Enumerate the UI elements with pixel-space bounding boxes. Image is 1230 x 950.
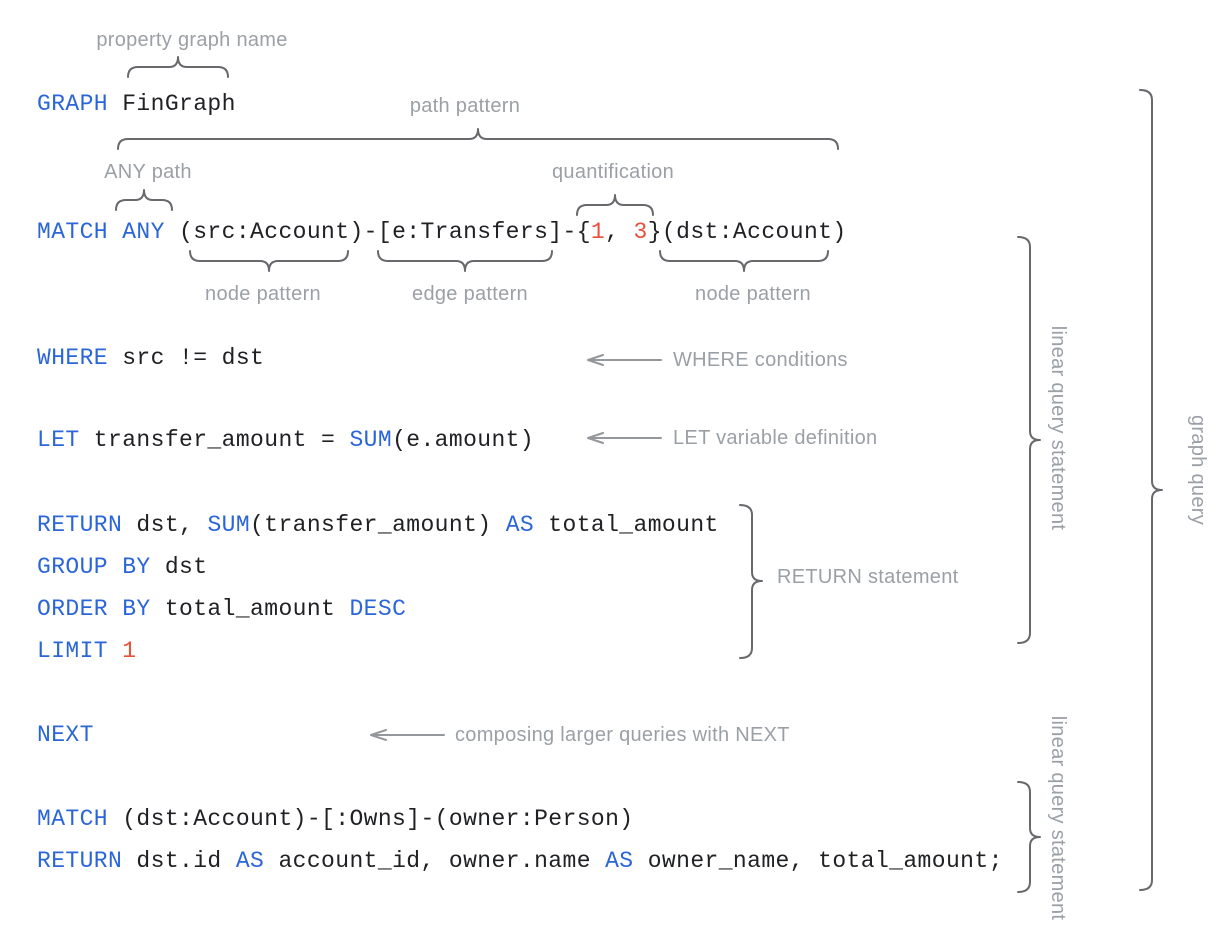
code-token: FinGraph	[108, 91, 236, 117]
code-line-match-1: MATCH ANY (src:Account)-[e:Transfers]-{1…	[37, 218, 847, 246]
label-let-variable: LET variable definition	[673, 427, 878, 449]
brace-node-pattern-src	[189, 250, 349, 272]
code-line-return-2: RETURN dst.id AS account_id, owner.name …	[37, 847, 1003, 875]
code-token: account_id, owner.name	[264, 848, 606, 874]
label-path-pattern: path pattern	[409, 95, 521, 117]
code-token: ORDER BY	[37, 596, 151, 622]
code-token: owner_name, total_amount;	[633, 848, 1003, 874]
code-token: ,	[605, 219, 634, 245]
code-token: GROUP BY	[37, 554, 151, 580]
brace-linear-query-statement-1	[1017, 236, 1041, 644]
code-token: (e.amount)	[392, 427, 535, 453]
label-node-pattern-dst: node pattern	[695, 283, 811, 305]
code-token: MATCH	[37, 806, 109, 832]
code-line-group-by: GROUP BY dst	[37, 553, 207, 581]
code-token: total_amount	[534, 512, 719, 538]
code-token: LIMIT	[37, 638, 109, 664]
code-token: RETURN	[37, 512, 123, 538]
code-line-next: NEXT	[37, 721, 94, 749]
code-token: (transfer_amount)	[250, 512, 506, 538]
code-token: (dst:Account)-[:Owns]-(owner:Person)	[108, 806, 634, 832]
code-token: 3	[633, 219, 648, 245]
code-token: dst	[150, 554, 208, 580]
code-token: LET	[37, 427, 80, 453]
code-token: AS	[505, 512, 535, 538]
code-token: AS	[235, 848, 265, 874]
code-token: AS	[605, 848, 634, 874]
code-line-graph: GRAPH FinGraph	[37, 90, 236, 118]
code-line-let: LET transfer_amount = SUM(e.amount)	[37, 426, 534, 454]
brace-path-pattern	[117, 128, 839, 150]
label-linear-query-statement-1: linear query statement	[1047, 325, 1069, 531]
code-token: GRAPH	[37, 91, 109, 117]
code-token: dst,	[122, 512, 208, 538]
code-token: SUM	[207, 512, 251, 538]
code-line-match-2: MATCH (dst:Account)-[:Owns]-(owner:Perso…	[37, 805, 634, 833]
code-line-order-by: ORDER BY total_amount DESC	[37, 595, 406, 623]
code-line-limit: LIMIT 1	[37, 637, 136, 665]
code-token: RETURN	[37, 848, 123, 874]
code-token: SUM	[349, 427, 393, 453]
next-pointer-arrow-icon	[370, 729, 445, 741]
label-quantification: quantification	[551, 161, 675, 183]
label-node-pattern-src: node pattern	[205, 283, 321, 305]
code-token: (src:Account)-[e:Transfers]-{	[164, 219, 591, 245]
brace-return-statement	[739, 504, 763, 659]
code-token: WHERE	[37, 345, 109, 371]
code-token: 1	[122, 638, 137, 664]
brace-node-pattern-dst	[659, 250, 829, 272]
label-where-conditions: WHERE conditions	[673, 349, 848, 371]
code-token: MATCH ANY	[37, 219, 165, 245]
code-line-where: WHERE src != dst	[37, 344, 264, 372]
code-token: DESC	[349, 596, 407, 622]
brace-quantification	[576, 194, 654, 216]
label-next-note: composing larger queries with NEXT	[455, 724, 790, 746]
code-token: transfer_amount =	[79, 427, 350, 453]
code-token: NEXT	[37, 722, 94, 748]
brace-edge-pattern	[377, 250, 553, 272]
code-token: 1	[590, 219, 606, 245]
let-pointer-arrow-icon	[587, 432, 662, 444]
label-edge-pattern: edge pattern	[412, 283, 528, 305]
brace-linear-query-statement-2	[1017, 781, 1041, 893]
brace-any-path	[115, 189, 173, 211]
label-any-path: ANY path	[104, 161, 192, 183]
code-token: }(dst:Account)	[647, 219, 847, 245]
label-linear-query-statement-2: linear query statement	[1047, 715, 1069, 921]
label-property-graph-name: property graph name	[96, 29, 288, 51]
label-return-statement: RETURN statement	[777, 566, 959, 588]
code-token	[108, 638, 122, 664]
code-token: dst.id	[122, 848, 236, 874]
label-graph-query: graph query	[1187, 414, 1209, 526]
code-line-return-1: RETURN dst, SUM(transfer_amount) AS tota…	[37, 511, 719, 539]
brace-graph-query	[1139, 89, 1163, 891]
code-token: total_amount	[150, 596, 350, 622]
brace-property-graph-name	[127, 56, 229, 78]
code-token: src != dst	[108, 345, 265, 371]
where-pointer-arrow-icon	[587, 354, 662, 366]
